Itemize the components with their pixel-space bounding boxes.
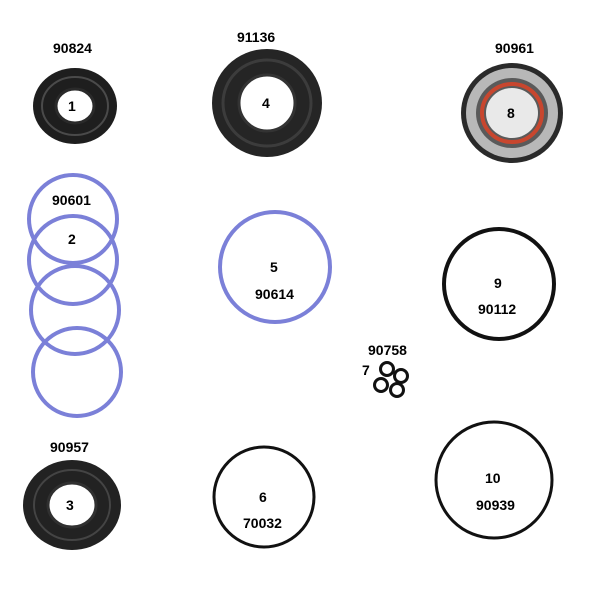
part-7-number: 90758 <box>368 342 407 358</box>
part-7-o-ring-set <box>373 361 409 398</box>
part-2-ring-a <box>27 173 119 265</box>
part-3-number: 90957 <box>50 439 89 455</box>
part-6-number: 70032 <box>243 515 282 531</box>
part-8-bore <box>486 88 538 138</box>
part-3-position: 3 <box>66 497 74 513</box>
part-2-ring-d <box>31 326 123 418</box>
part-10-position: 10 <box>485 470 501 486</box>
part-1-position: 1 <box>68 98 76 114</box>
part-9-position: 9 <box>494 275 502 291</box>
part-6-o-ring <box>212 445 316 549</box>
part-8-seal-lip <box>480 82 544 144</box>
part-1-oil-seal <box>33 68 117 144</box>
part-3-ridge <box>33 469 111 541</box>
part-1-bore <box>54 87 96 125</box>
part-4-position: 4 <box>262 95 270 111</box>
part-10-o-ring <box>434 420 554 540</box>
part-4-ridge <box>221 58 313 148</box>
part-5-number: 90614 <box>255 286 294 302</box>
part-5-position: 5 <box>270 259 278 275</box>
part-3-oil-seal <box>23 460 121 550</box>
part-2-teflon-rings <box>27 173 123 418</box>
part-4-bore <box>237 73 297 133</box>
part-5-teflon-ring <box>218 210 332 324</box>
part-4-number: 91136 <box>237 29 275 45</box>
part-1-number: 90824 <box>53 40 92 56</box>
part-7-position: 7 <box>362 362 370 378</box>
part-4-oil-seal <box>212 49 322 157</box>
part-2-position: 2 <box>68 231 76 247</box>
part-9-o-ring <box>442 227 556 341</box>
part-2-ring-c <box>29 264 121 356</box>
part-3-bore <box>46 481 98 529</box>
part-6-position: 6 <box>259 489 267 505</box>
part-7-o-ring-d <box>389 382 405 398</box>
part-9-number: 90112 <box>478 301 516 317</box>
part-7-o-ring-c <box>373 377 389 393</box>
part-1-ridge <box>41 76 109 136</box>
part-7-o-ring-b <box>393 368 409 384</box>
part-8-oil-seal-metal <box>461 63 563 163</box>
part-2-number: 90601 <box>52 192 91 208</box>
part-8-number: 90961 <box>495 40 534 56</box>
part-2-ring-b <box>27 214 119 306</box>
part-7-o-ring-a <box>379 361 395 377</box>
part-8-position: 8 <box>507 105 515 121</box>
part-10-number: 90939 <box>476 497 515 513</box>
